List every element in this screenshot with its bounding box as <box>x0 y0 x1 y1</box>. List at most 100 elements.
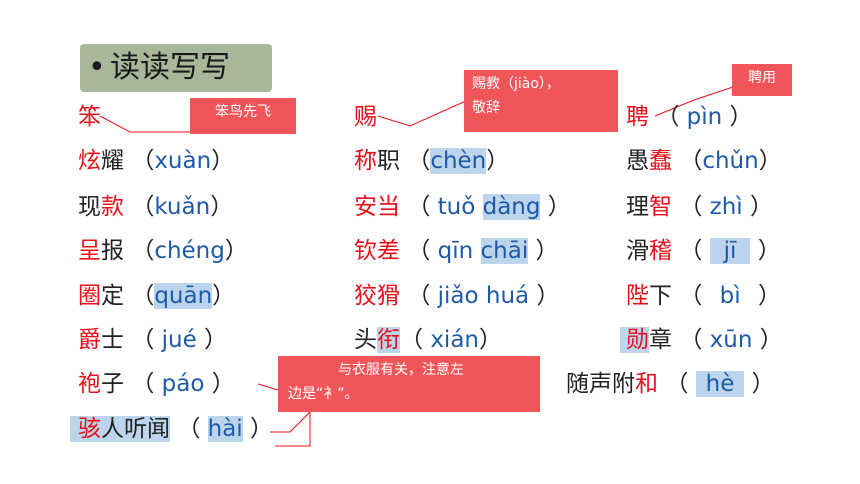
word-text: 士 <box>101 327 124 353</box>
pinyin: jué <box>161 327 197 353</box>
pinyin: bì <box>719 283 741 309</box>
word-text: 耀 <box>101 148 124 174</box>
pinyin: quān <box>154 283 213 309</box>
callout-clothing: 与衣服有关，注意左 边是“衤”。 <box>278 356 540 412</box>
word-row: 爵士 （ jué ） <box>78 325 227 355</box>
paren: ） <box>211 371 235 397</box>
paren: ） <box>757 238 781 264</box>
word-row: 狡猾 （ jiǎo huá ） <box>354 281 559 311</box>
word-text: 滑 <box>626 238 649 264</box>
pinyin: hè <box>695 371 745 397</box>
callout-cijiao: 赐教（jiào）， 敬辞 <box>464 70 618 132</box>
pinyin: chèn <box>430 148 487 174</box>
paren: （ <box>131 148 155 174</box>
red-char: 称 <box>354 148 377 174</box>
connector-line <box>257 383 279 391</box>
paren: （ <box>407 194 431 220</box>
paren: （ <box>407 238 431 264</box>
word-row: 聘 （ pìn ） <box>626 102 753 132</box>
word-row: 安当 （ tuǒ dàng ） <box>354 192 571 222</box>
pinyin: kuǎn <box>154 194 211 220</box>
connector-line <box>99 115 194 133</box>
pinyin: qīn <box>437 238 474 264</box>
paren: （ <box>407 283 431 309</box>
red-char: 陛 <box>626 283 649 309</box>
paren: ） <box>751 371 775 397</box>
paren: （ <box>407 148 431 174</box>
section-title: • 读读写写 <box>80 44 272 92</box>
red-char: 圈 <box>78 283 101 309</box>
paren: ） <box>729 104 753 130</box>
red-char: 智 <box>649 194 672 220</box>
red-char: 袍 <box>78 371 101 397</box>
pinyin: xián <box>430 327 479 353</box>
callout-text: 聘用 <box>748 70 776 86</box>
paren: （ <box>679 327 703 353</box>
pinyin: zhì <box>709 194 743 220</box>
word-row: 愚蠢 （chǔn） <box>626 146 782 176</box>
paren: ） <box>535 238 559 264</box>
paren: （ <box>679 283 703 309</box>
pinyin: tuǒ <box>437 194 476 220</box>
paren: ） <box>758 148 782 174</box>
pinyin: xuàn <box>154 148 212 174</box>
paren: （ <box>131 194 155 220</box>
red-char: 衔 <box>377 327 400 353</box>
callout-bennao: 笨鸟先飞 <box>190 98 296 134</box>
pinyin: páo <box>161 371 205 397</box>
word-text: 人听闻 <box>101 416 170 442</box>
paren: ） <box>536 283 560 309</box>
pinyin: jī <box>709 238 751 264</box>
pinyin: pìn <box>686 104 723 130</box>
red-char: 笨 <box>78 104 101 130</box>
red-char: 钦差 <box>354 238 400 264</box>
paren: （ <box>665 371 689 397</box>
paren: ） <box>486 148 510 174</box>
word-text: 随声附 <box>566 371 635 397</box>
word-row: 炫耀 （xuàn） <box>78 146 234 176</box>
word-text: 子 <box>101 371 124 397</box>
connector-line <box>377 99 469 127</box>
word-text: 头 <box>354 327 377 353</box>
red-char: 稽 <box>649 238 672 264</box>
paren: ） <box>224 238 248 264</box>
pinyin: hài <box>207 416 243 442</box>
callout-text: 与衣服有关，注意左 <box>338 362 464 378</box>
word-text: 报 <box>101 238 124 264</box>
red-char: 爵 <box>78 327 101 353</box>
word-text: 下 <box>649 283 672 309</box>
pinyin: chǔn <box>702 148 759 174</box>
word-row: 圈定 （quān） <box>78 281 235 311</box>
red-char: 聘 <box>626 104 649 130</box>
word-ben: 笨 <box>78 102 101 132</box>
paren: （ <box>400 327 423 353</box>
paren: （ <box>131 238 155 264</box>
word-text: 定 <box>101 283 124 309</box>
word-text: 章 <box>649 327 672 353</box>
word-row: 称职 （chèn） <box>354 146 509 176</box>
pinyin: chāi <box>480 238 529 264</box>
word-row: 理智 （ zhì ） <box>626 192 773 222</box>
pinyin: xūn <box>709 327 753 353</box>
word-row: 袍子 （ páo ） <box>78 369 235 399</box>
paren: （ <box>131 283 155 309</box>
section-title-text: 读读写写 <box>110 50 230 85</box>
paren: ） <box>204 327 228 353</box>
paren: （ <box>656 104 680 130</box>
red-char: 蠢 <box>649 148 672 174</box>
red-char: 和 <box>635 371 658 397</box>
red-char: 勋 <box>626 327 649 353</box>
paren: ） <box>211 148 235 174</box>
paren: ） <box>210 194 234 220</box>
paren: ） <box>212 283 236 309</box>
red-char: 狡猾 <box>354 283 400 309</box>
paren: （ <box>131 327 155 353</box>
word-text: 愚 <box>626 148 649 174</box>
red-char: 炫 <box>78 148 101 174</box>
word-ci: 赐 <box>354 102 377 132</box>
paren: （ <box>679 194 703 220</box>
word-row: 勋章 （ xūn ） <box>620 325 783 355</box>
callout-text: 赐教（jiào）， <box>472 76 560 92</box>
word-row: 呈报 （chéng） <box>78 236 248 266</box>
red-char: 安当 <box>354 194 400 220</box>
